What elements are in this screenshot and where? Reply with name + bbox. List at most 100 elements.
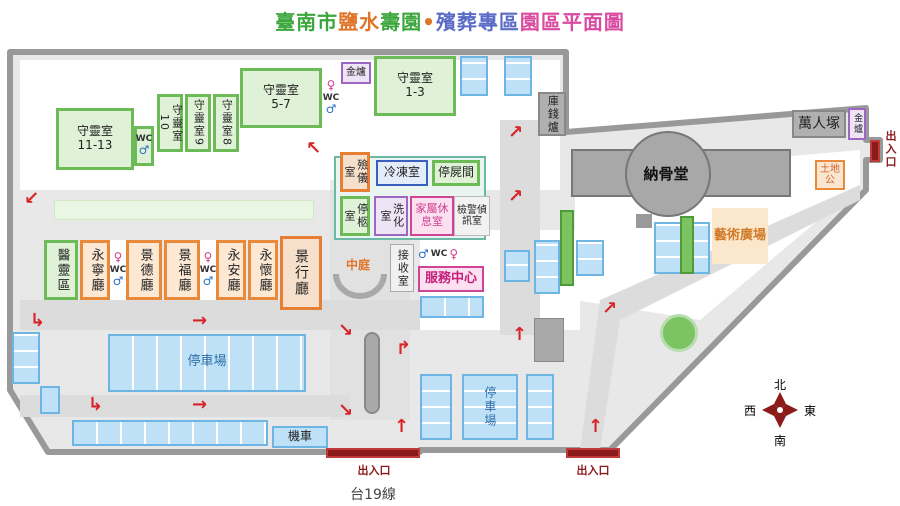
gate-bottom-left-label: 出入口 [357,464,391,477]
hall-jingfu: 景福廳 [164,240,200,300]
arrow-down-left: ↙ [24,188,40,209]
wc-label: WC [135,133,153,144]
nagutang: 納骨堂 [643,165,689,184]
parking-lot [460,56,488,96]
room-shouling-5-7: 守靈室 5-7 [240,68,322,128]
male-icon: ♂ [202,274,214,289]
kuqian-lu: 庫錢爐 [538,92,566,136]
room-tingshi: 停屍間 [432,160,480,186]
room-shouling-8: 守靈室8 [213,94,239,152]
male-icon: ♂ [418,247,429,261]
parking-lot [72,420,268,446]
arrow-up-right: ↱ [396,338,412,359]
wc-label: WC [199,264,217,275]
jinlu-top: 金爐 [341,62,371,84]
compass-rose-icon [762,392,798,428]
parking-lot [420,374,452,440]
fuwu-zhongxin: 服務中心 [418,266,484,292]
parking-main [108,334,306,392]
compass-north: 北 [774,378,787,392]
parking-lot [420,296,484,318]
arrow-up: ↑ [588,416,604,437]
parking-lot [526,374,554,440]
green-hedge [560,210,574,286]
room-yanyi: 殮儀室 [340,152,370,192]
tudigong: 土地公 [815,160,845,190]
parking-center [462,374,518,440]
yishu-guangchang: 藝術廣場 [712,208,768,264]
wc-center: ♂ WC ♀ [418,242,484,266]
parking-main-label: 停車場 [187,353,227,369]
jinlu-right: 金爐 [848,108,866,140]
gray-structure [534,318,564,362]
green-hedge [680,216,694,274]
zhongting-arc [333,273,387,299]
room-shouling-1-3: 守靈室 1-3 [374,56,456,116]
nagutang-shape [571,131,791,228]
arrow-up: ↑ [394,416,410,437]
female-icon: ♀ [203,250,213,265]
wc-label: WC [109,264,127,275]
arrow-up-right: ↗ [508,186,524,207]
room-jieshou: 接收室 [390,244,414,292]
hall-yiling: 醫靈區 [44,240,78,300]
title-part-park: 壽園 [380,10,423,34]
compass-west: 西 [744,404,757,418]
arrow-up-right: ↗ [602,298,618,319]
arrow-up: ↑ [512,324,528,345]
compass-east: 東 [804,404,817,418]
arrow-down-right: ↘ [338,400,354,421]
arrow-up-left: ↖ [306,138,322,159]
motorcycle-parking: 機車 [272,426,328,448]
median [364,332,380,414]
green-strip [54,200,314,220]
hall-yongan: 永安廳 [216,240,246,300]
hall-jingxing: 景行廳 [280,236,322,310]
arrow-right: ↳ [30,310,46,331]
gate-right [870,140,880,162]
hall-yongning: 永寧廳 [80,240,110,300]
female-icon: ♀ [326,78,336,93]
room-shouling-11-13: 守靈室 11-13 [56,108,134,170]
room-tingjiu: 停柩室 [340,196,370,236]
female-icon: ♀ [113,250,123,265]
arrow-right: → [192,310,208,331]
wc-hall-1: ♀ WC ♂ [110,240,126,300]
male-icon: ♂ [112,274,124,289]
wanrenzhong: 萬人塚 [792,110,846,138]
arrow-right: → [192,394,208,415]
male-icon: ♂ [138,143,150,158]
room-lengdong: 冷凍室 [376,160,428,186]
arrow-up-right: ↗ [508,122,524,143]
tree-icon [660,314,698,352]
parking-lot [534,240,560,294]
wc-hall-2: ♀ WC ♂ [200,240,216,300]
parking-lot [504,56,532,96]
zhongting: 中庭 [345,258,370,273]
title-part-plan: 園區平面圖 [519,10,625,34]
arrow-right: ↳ [88,394,104,415]
title-dot: • [422,10,436,34]
parking-lot [576,240,604,276]
road-name: 台19線 [350,487,396,503]
gate-bottom-left [326,448,420,458]
room-shouling-9: 守靈室9 [185,94,211,152]
female-icon: ♀ [449,247,459,261]
wc-left: WC ♂ [134,126,154,166]
room-jiashu: 家屬休息室 [410,196,454,236]
title-part-zone: 殯葬專區 [435,10,520,34]
compass-south: 南 [774,434,787,448]
wc-label: WC [322,92,340,103]
room-jianjing: 檢警偵訊室 [454,196,490,236]
parking-center-label: 停車場 [482,386,497,428]
hall-jingde: 景德廳 [126,240,162,300]
title-part-city: 臺南市 [275,10,339,34]
gate-bottom-right-label: 出入口 [576,464,610,477]
parking-lot [40,386,60,414]
male-icon: ♂ [325,102,337,117]
parking-lot [12,332,40,384]
parking-lot [504,250,530,282]
wc-label: WC [430,249,448,259]
wc-top: ♀ WC ♂ [322,68,340,128]
